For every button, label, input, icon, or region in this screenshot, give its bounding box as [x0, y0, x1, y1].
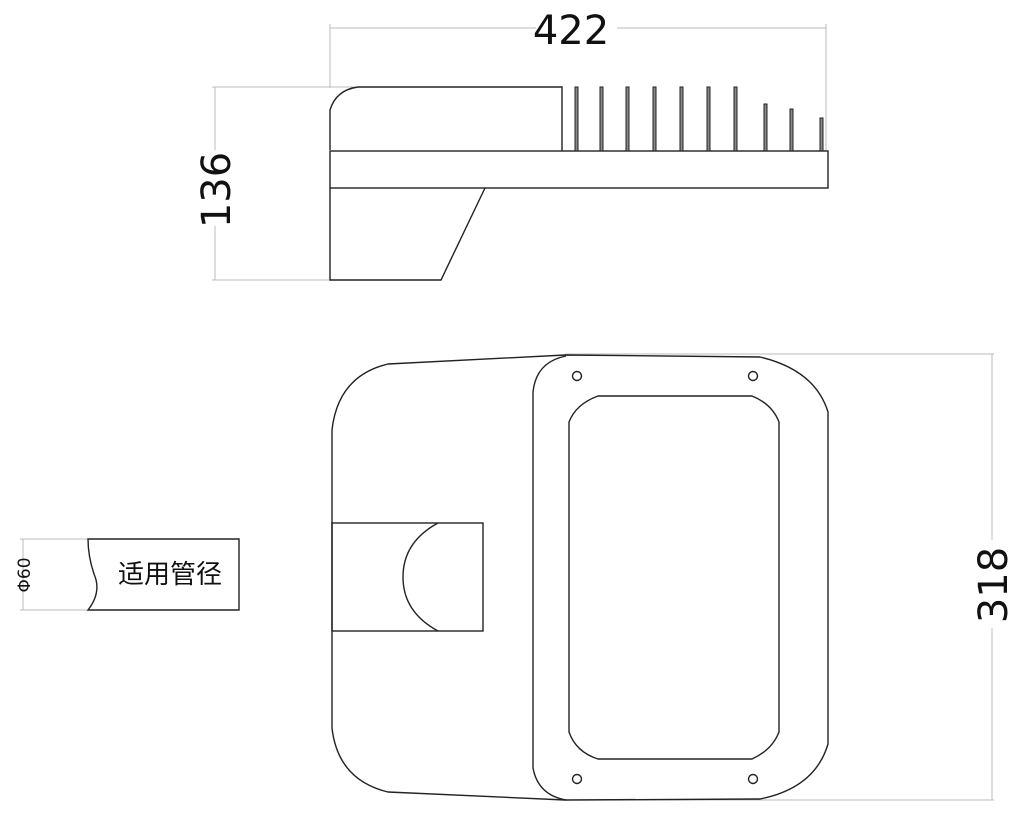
heat-sink-fins [574, 86, 824, 152]
screw-hole-top-left [571, 370, 583, 382]
top-view: 318 [331, 353, 1017, 801]
side-pipe-mount [329, 187, 486, 281]
housing-outline [331, 354, 829, 801]
pipe-adapter-detail: Φ60 适用管径 [15, 538, 240, 611]
pipe-break-outline [86, 538, 240, 611]
lamp-frame [532, 355, 567, 801]
pipe-note: 适用管径 [118, 560, 222, 590]
pipe-saddle-arc [402, 522, 439, 632]
lens-window [568, 395, 780, 760]
height-dimension: 136 [194, 86, 355, 281]
height-label: 136 [194, 152, 240, 228]
depth-dimension: 318 [565, 353, 1017, 801]
width-dimension: 422 [329, 8, 827, 150]
screw-hole-bottom-right [747, 773, 759, 785]
depth-label: 318 [971, 547, 1017, 623]
side-housing-top [329, 86, 563, 151]
side-housing-band [329, 150, 829, 189]
pipe-diameter-label: Φ60 [15, 557, 35, 592]
screw-hole-bottom-left [571, 773, 583, 785]
width-label: 422 [533, 8, 609, 54]
screw-hole-top-right [747, 370, 759, 382]
pipe-clamp [331, 522, 484, 632]
side-view: 422 136 [194, 8, 829, 281]
